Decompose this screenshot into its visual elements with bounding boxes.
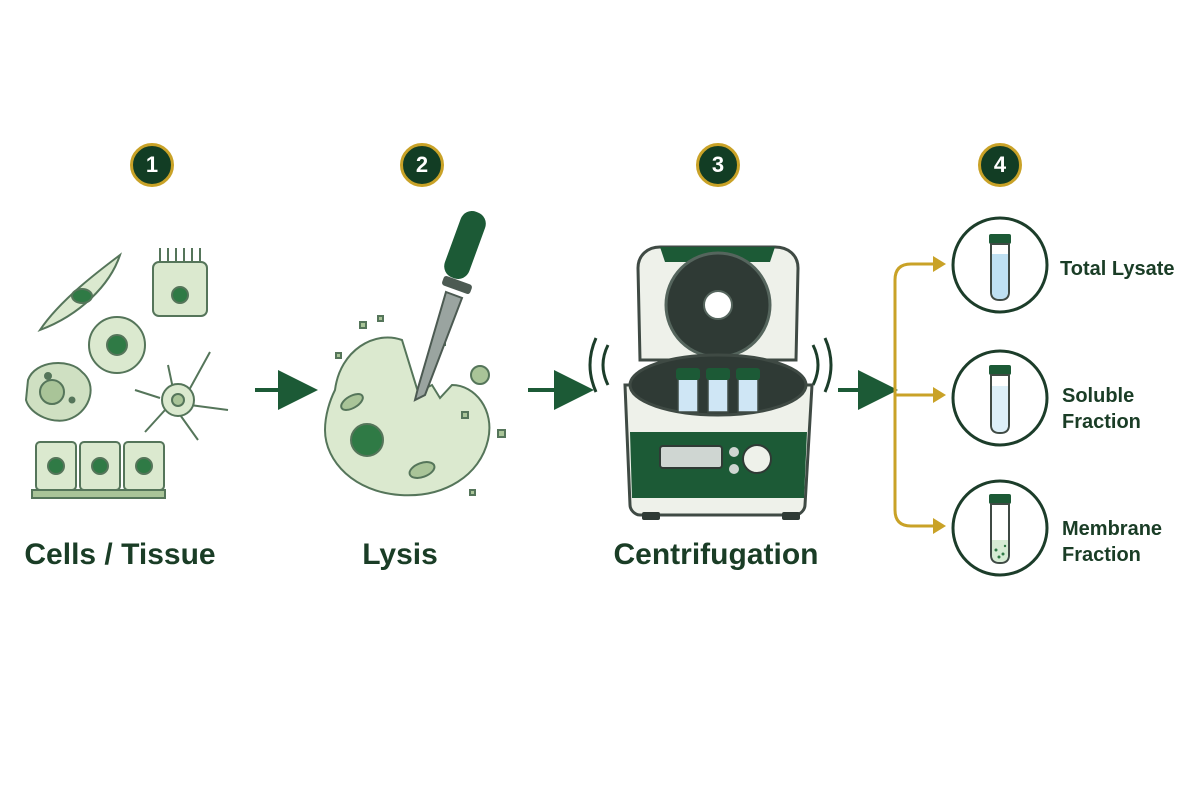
output-label-line: Membrane — [1062, 518, 1163, 540]
output-label-line: Fraction — [1062, 411, 1141, 433]
branch-arrowhead — [933, 518, 946, 534]
test-tube-icon — [951, 349, 1049, 447]
output-label-membrane-fraction: Membrane Fraction — [1062, 516, 1162, 568]
step-badge-1: 1 — [130, 143, 174, 187]
dropper-icon — [413, 211, 486, 402]
output-label-line: Fraction — [1062, 544, 1141, 566]
output-label-soluble-fraction: Soluble Fraction — [1062, 383, 1141, 435]
cells-icon — [24, 248, 229, 499]
branch-arrowhead — [933, 256, 946, 272]
output-label-line: Soluble — [1062, 385, 1135, 407]
step-badge-3: 3 — [696, 143, 740, 187]
step-label-lysis: Lysis — [362, 538, 438, 571]
step-label-centrifugation: Centrifugation — [613, 538, 819, 571]
step-label-cells-tissue: Cells / Tissue — [24, 538, 216, 571]
test-tube-icon — [951, 479, 1049, 577]
lysed-cell-icon — [323, 315, 506, 497]
centrifuge-icon — [588, 245, 833, 520]
branch-arrowhead — [933, 387, 946, 403]
step-badge-4: 4 — [978, 143, 1022, 187]
output-label-total-lysate: Total Lysate — [1060, 256, 1174, 282]
test-tube-icon — [951, 216, 1049, 314]
output-label-line: Total Lysate — [1060, 258, 1175, 280]
branch-connector — [893, 262, 935, 528]
step-badge-2: 2 — [400, 143, 444, 187]
